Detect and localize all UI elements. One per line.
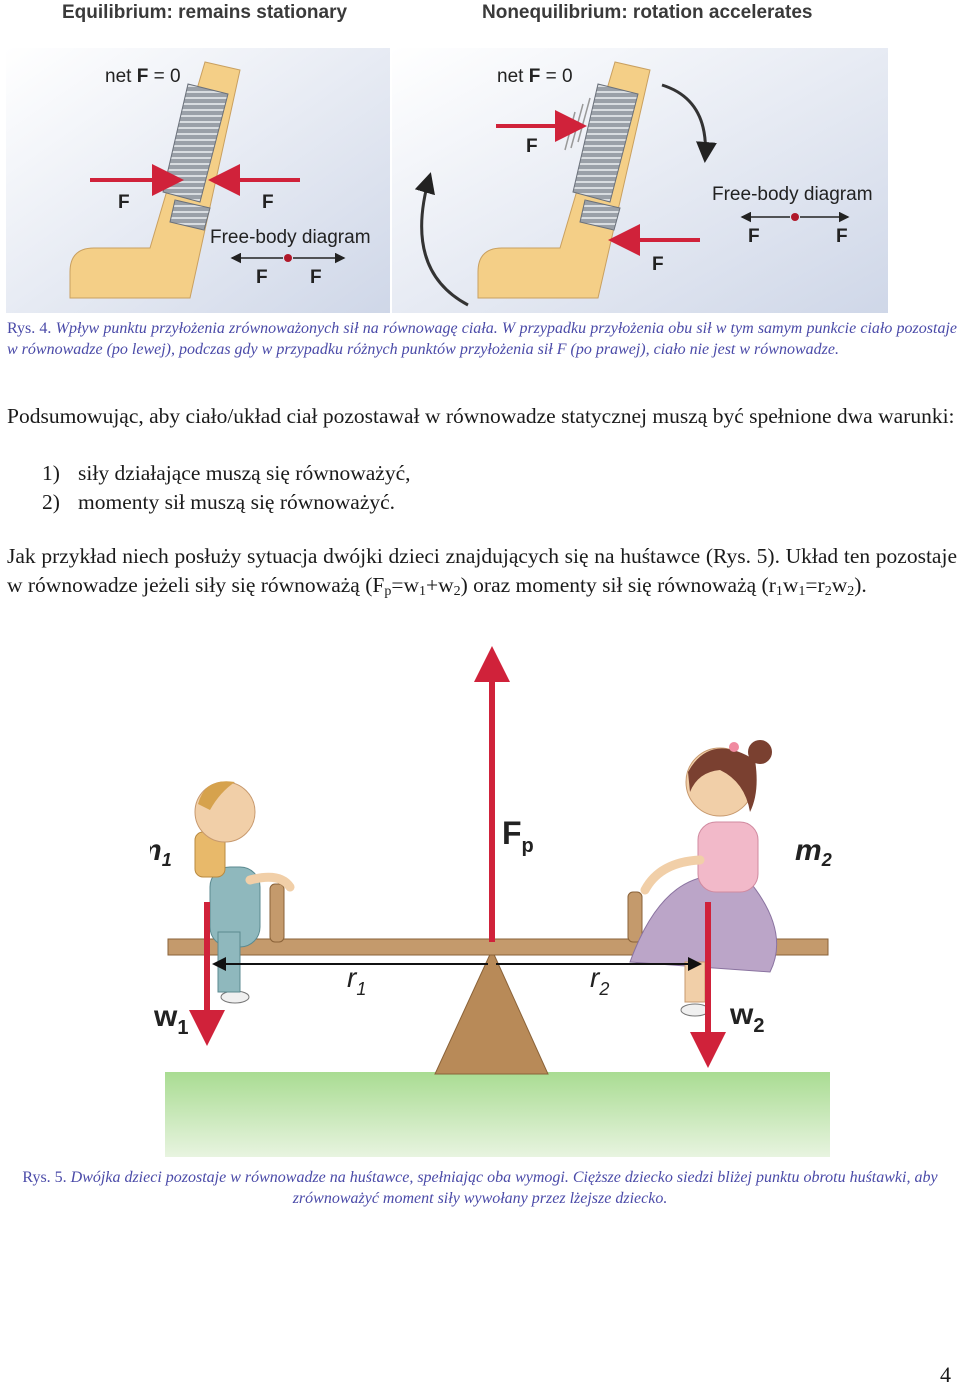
left-fbd-label: Free-body diagram [210, 227, 371, 248]
label-w1: w1 [153, 1000, 188, 1039]
label-w2: w2 [729, 998, 764, 1037]
left-sleeve [169, 199, 211, 231]
left-force-label-1: F [118, 192, 130, 213]
grass [165, 1072, 830, 1157]
left-fbd-label-f2: F [310, 267, 322, 288]
left-net-force-label: net F = 0 [105, 66, 181, 87]
figure4-caption-text: Wpływ punktu przyłożenia zrównoważonych … [7, 320, 957, 358]
label-m1: m1 [150, 834, 172, 870]
boy-figure [194, 781, 295, 1004]
figure4-right-title: Nonequilibrium: rotation accelerates [482, 2, 813, 23]
figure5-seesaw-illustration: m1 m2 Fp r1 r2 w1 w2 [150, 646, 832, 1157]
example-paragraph: Jak przykład niech posłuży sytuacja dwój… [7, 544, 957, 599]
summary-intro: Podsumowując, aby ciało/układ ciał pozos… [7, 404, 955, 428]
page-number: 4 [940, 1362, 951, 1387]
summary-item-1: 1)siły działające muszą się równoważyć, [42, 461, 411, 485]
label-fp: Fp [502, 815, 534, 857]
summary-list: 1)siły działające muszą się równoważyć, … [42, 459, 411, 516]
right-force-label-1: F [526, 136, 538, 157]
figure5-caption-prefix: Rys. 5. [22, 1169, 67, 1186]
figure4-illustration: net F = 0 F F Free-body diagram F F net … [6, 48, 888, 313]
figure5-caption-text: Dwójka dzieci pozostaje w równowadze na … [70, 1169, 938, 1207]
right-fbd-label-f2: F [836, 226, 848, 247]
girl-figure [629, 740, 778, 1017]
label-r2: r2 [590, 962, 609, 999]
figure5-caption: Rys. 5. Dwójka dzieci pozostaje w równow… [0, 1167, 960, 1209]
right-fbd-label-f1: F [748, 226, 760, 247]
figure4-caption-prefix: Rys. 4. [7, 320, 52, 337]
seesaw-handle-right [627, 891, 643, 943]
right-rotation-arrow-1 [661, 83, 717, 163]
seesaw-fulcrum [434, 948, 549, 1075]
left-fbd-point [284, 254, 292, 262]
right-spring [572, 83, 639, 203]
seesaw-handle-left [269, 883, 285, 943]
right-fbd-label: Free-body diagram [712, 184, 873, 205]
left-fbd-label-f1: F [256, 267, 268, 288]
label-m2: m2 [795, 834, 832, 870]
label-r1: r1 [347, 962, 366, 999]
right-net-force-label: net F = 0 [497, 66, 573, 87]
right-fbd-point [791, 213, 799, 221]
left-force-label-2: F [262, 192, 274, 213]
figure4-left-title: Equilibrium: remains stationary [62, 2, 348, 23]
summary-item-2: 2)momenty sił muszą się równoważyć. [42, 489, 396, 514]
figure4-caption: Rys. 4. Wpływ punktu przyłożenia zrównow… [7, 318, 957, 360]
right-rotation-arrow-2 [414, 172, 469, 307]
right-force-label-2: F [652, 254, 664, 275]
